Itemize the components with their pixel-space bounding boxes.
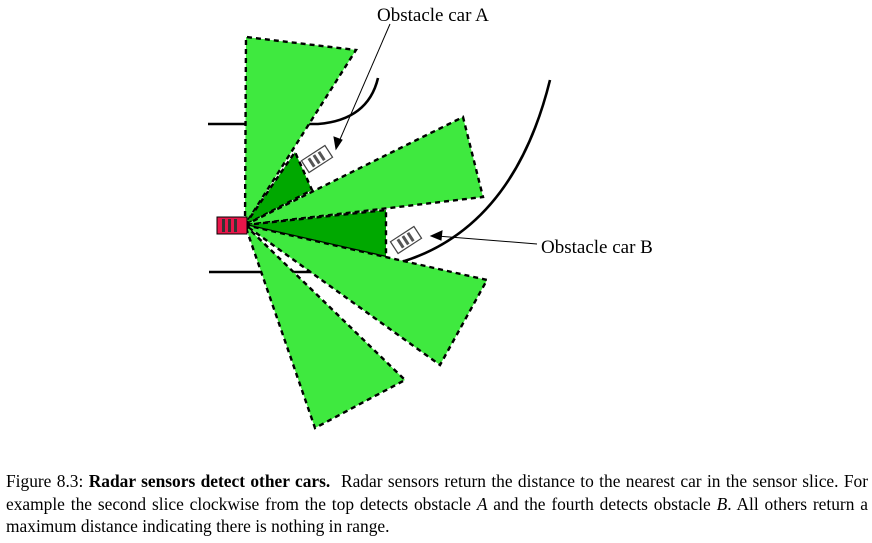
ego-car [216, 216, 248, 235]
caption-title: Radar sensors detect other cars. [88, 471, 331, 491]
obstacle-car-a [300, 144, 334, 174]
caption-text-2: and the fourth detects obstacle [493, 493, 711, 514]
caption-text-1: Radar sensors return the distance to the… [6, 471, 868, 514]
sensor-slice-1 [243, 35, 359, 230]
caption-var-a: A [476, 493, 488, 514]
arrow-a-head [333, 136, 343, 151]
radar-diagram: Obstacle car A Obstacle car B [208, 5, 653, 430]
caption-var-b: B [716, 493, 728, 514]
label-obstacle-car-b: Obstacle car B [541, 237, 653, 258]
sensor-slice-3 [244, 115, 485, 227]
caption-text-3: . All others return a maximum distance i… [6, 493, 868, 537]
sensor-slice-5 [244, 223, 489, 367]
sensor-slices [243, 35, 489, 430]
obstacle-car-b [389, 225, 423, 255]
road-inner-curve [208, 77, 380, 126]
sensor-slice-2 [244, 149, 314, 227]
arrow-b-head [429, 230, 443, 241]
figure-caption: Figure 8.3: Radar sensors detect other c… [6, 470, 868, 538]
arrow-a-line [337, 23, 391, 145]
label-arrows [333, 23, 538, 245]
figure-label: Figure 8.3: [6, 471, 84, 491]
arrow-b-line [436, 235, 538, 245]
sensor-slice-6 [243, 224, 408, 430]
label-obstacle-car-a: Obstacle car A [377, 5, 489, 26]
